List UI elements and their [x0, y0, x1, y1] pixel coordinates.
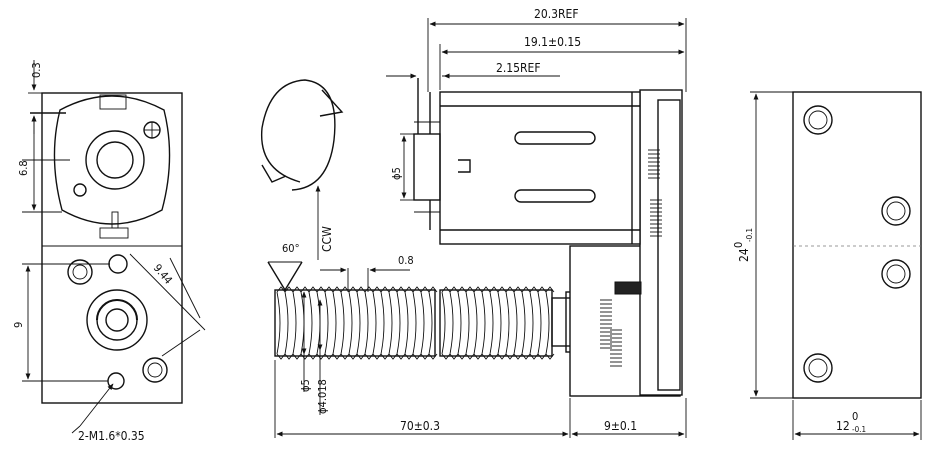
- dim-12-sub: -0.1: [852, 425, 866, 434]
- dim-24-sup: 0: [732, 242, 745, 248]
- dim-9-left: 9: [12, 322, 25, 328]
- dim-phi4-018: ϕ4.018: [316, 379, 329, 414]
- dim-19-1: 19.1±0.15: [524, 35, 581, 49]
- dim-0-8: 0.8: [398, 254, 414, 267]
- dim-6-8: 6.8: [17, 160, 30, 176]
- front-side-view: CCW 60° 0.8 ϕ5 ϕ4.018: [260, 7, 687, 438]
- dim-24: 24: [737, 248, 751, 262]
- callout-2-m1-6: 2-M1.6*0.35: [78, 429, 145, 443]
- dim-phi5-screw: ϕ5: [299, 379, 312, 392]
- rotation-ccw: CCW: [320, 226, 334, 252]
- thread-pattern: [276, 286, 555, 360]
- dim-9-gearbox: 9±0.1: [604, 419, 637, 433]
- dim-60deg: 60°: [282, 242, 300, 255]
- left-end-view: 0.3 6.8 9 9.44 2-M1.6*0.35: [12, 60, 206, 443]
- dim-70: 70±0.3: [400, 419, 440, 433]
- right-end-view: 24 0 -0.1 12 0 -0.1: [732, 91, 922, 440]
- dim-12-sup: 0: [852, 410, 858, 423]
- dim-12: 12: [836, 419, 850, 433]
- gear-train: [600, 149, 662, 367]
- dim-20-3ref: 20.3REF: [534, 7, 579, 21]
- dim-phi5-shaft: ϕ5: [390, 167, 403, 180]
- dim-0-3: 0.3: [30, 62, 43, 78]
- dim-24-sub: -0.1: [745, 228, 754, 242]
- dim-2-15ref: 2.15REF: [496, 61, 541, 75]
- dim-9-44: 9.44: [151, 262, 175, 287]
